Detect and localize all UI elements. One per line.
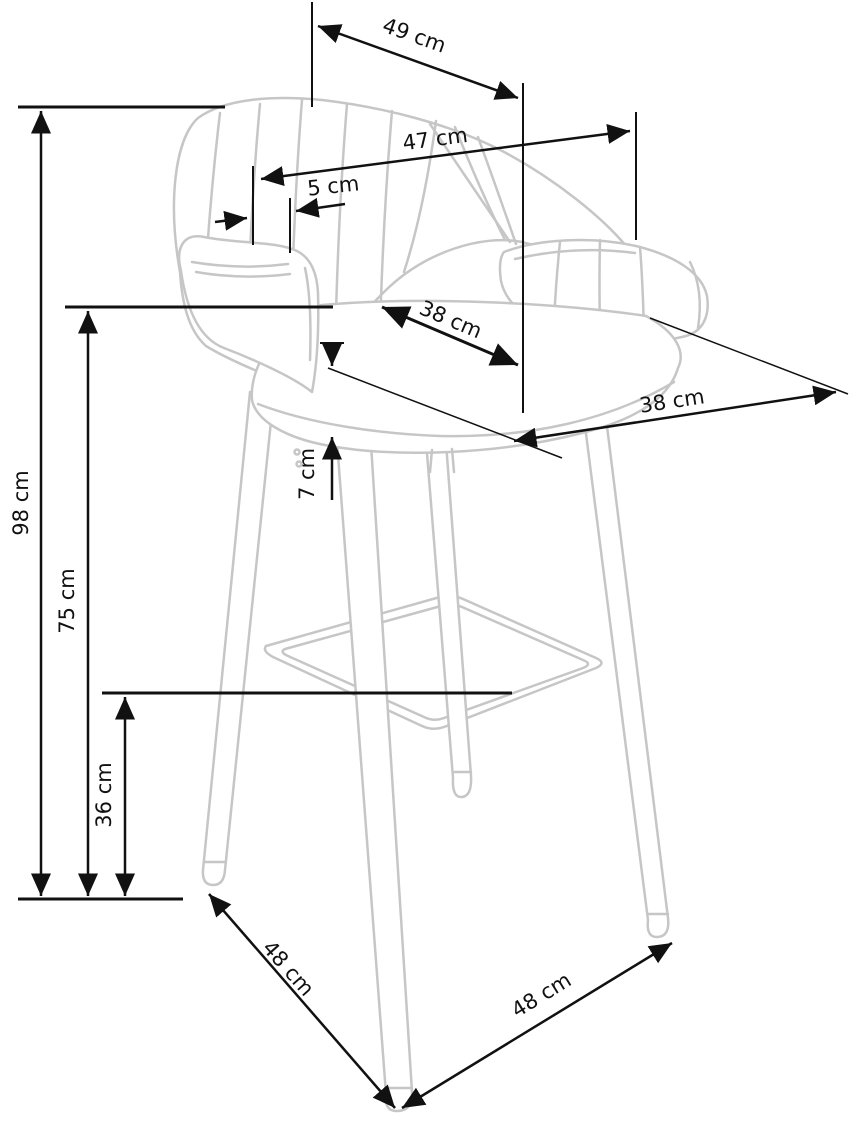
under-seat-bracket	[428, 448, 434, 474]
front-leg	[334, 426, 414, 1113]
dim-label-footrest-height: 36 cm	[92, 762, 116, 827]
dim-arrow-line	[214, 210, 248, 231]
dim-label-channel-spacing: 5 cm	[306, 171, 360, 200]
dim-arrow-line	[260, 123, 631, 187]
dim-arrow-line	[401, 941, 673, 1110]
dim-arrow-line	[513, 385, 837, 448]
dim-cushion-thickness	[320, 342, 344, 500]
right-leg	[582, 416, 670, 939]
dim-seat-depth	[381, 305, 519, 367]
dim-arrow-line	[208, 893, 396, 1109]
dim-label-base-depth: 48 cm	[258, 936, 319, 1001]
dim-label-seat-height: 75 cm	[55, 568, 79, 633]
dim-overall-width	[260, 112, 637, 240]
backrest-channel-line	[205, 111, 222, 254]
back-leg	[422, 414, 473, 799]
dim-arrow-line	[317, 24, 519, 100]
dim-label-base-width: 48 cm	[507, 968, 575, 1023]
left-leg	[201, 390, 276, 887]
dim-base-depth	[208, 893, 396, 1109]
footrest-ring-outer	[263, 594, 603, 730]
under-seat-bracket	[450, 447, 456, 474]
dim-arrow-line	[381, 305, 519, 367]
dim-extension-line	[649, 317, 849, 395]
left-armrest-inner-line	[194, 270, 292, 278]
dim-channel-spacing	[214, 166, 346, 253]
dim-arrow-line	[295, 197, 346, 218]
dim-label-total-height: 98 cm	[9, 470, 33, 535]
left-armrest-inner-line	[190, 260, 290, 268]
leg-bolt	[293, 448, 301, 456]
right-armrest-inner-line	[513, 248, 637, 261]
dim-label-cushion-thickness: 7 cm	[295, 448, 319, 500]
dim-base-width	[401, 941, 673, 1110]
dim-seat-width	[327, 317, 849, 459]
footrest-ring-inner	[281, 603, 590, 721]
bar-stool-drawing	[172, 96, 709, 1113]
right-armrest-outer-line	[688, 260, 702, 330]
leg-bolt	[295, 460, 303, 468]
